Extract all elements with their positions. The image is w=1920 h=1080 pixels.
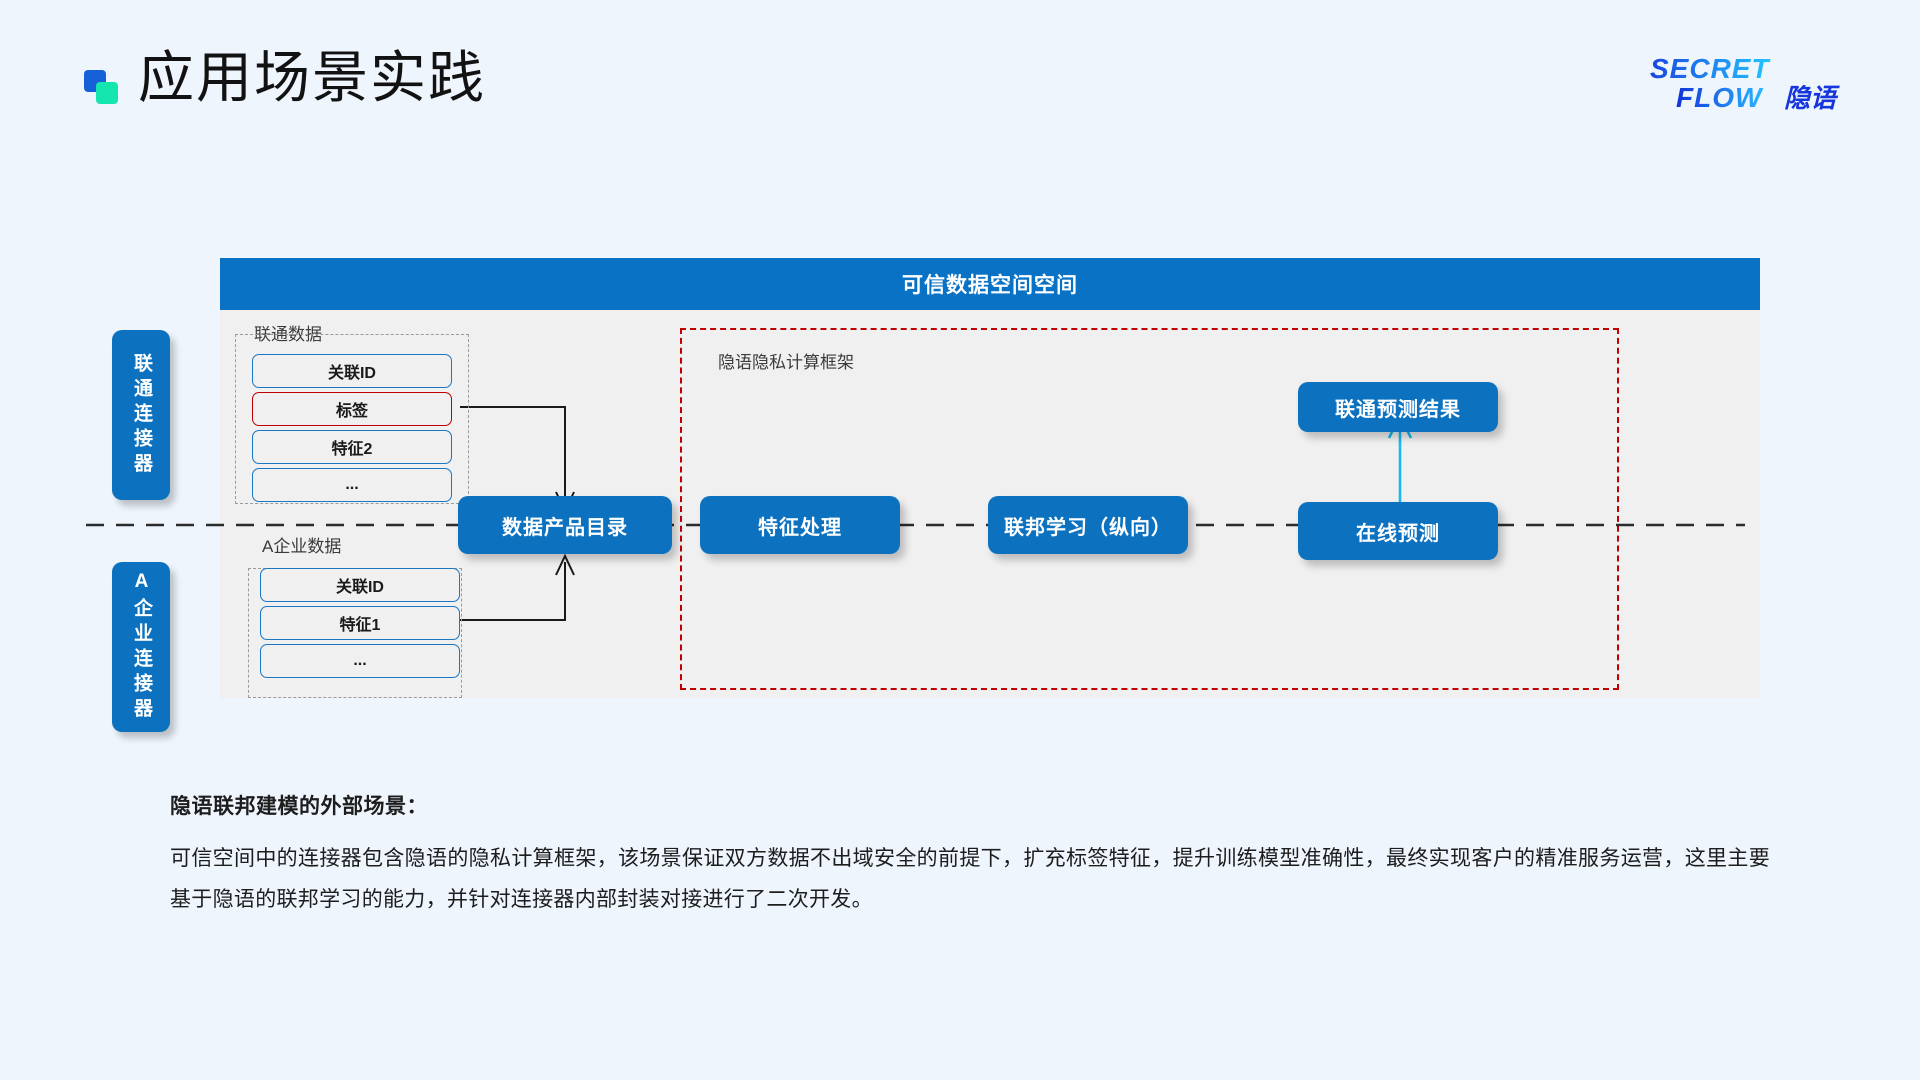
node-prediction-result[interactable]: 联通预测结果 xyxy=(1298,382,1498,432)
slide-header: 应用场景实践 SECRET FLOW 隐语 xyxy=(0,0,1920,150)
secretflow-logo: SECRET FLOW 隐语 xyxy=(1598,52,1868,116)
arrow-enterprise-to-catalog xyxy=(455,562,566,621)
privacy-framework-box xyxy=(680,328,1619,690)
connector-enterprise-label: A企业连接器 xyxy=(131,571,152,723)
notes-body: 可信空间中的连接器包含隐语的隐私计算框架，该场景保证双方数据不出域安全的前提下，… xyxy=(170,847,1770,911)
node-feature-processing[interactable]: 特征处理 xyxy=(700,496,900,554)
field-enterprise-more[interactable]: ... xyxy=(260,644,460,678)
node-online-prediction[interactable]: 在线预测 xyxy=(1298,502,1498,560)
trusted-data-space-panel xyxy=(220,258,1760,698)
arrow-unicom-to-catalog xyxy=(460,406,566,505)
teal-square-icon xyxy=(96,82,118,104)
page-title: 应用场景实践 xyxy=(138,46,486,111)
logo-secret-text: SECRET xyxy=(1650,53,1771,84)
field-unicom-feature2[interactable]: 特征2 xyxy=(252,430,452,464)
field-unicom-join-id[interactable]: 关联ID xyxy=(252,354,452,388)
arrow-enterprise-to-catalog-head xyxy=(555,553,575,576)
node-federated-learning[interactable]: 联邦学习（纵向） xyxy=(988,496,1188,554)
node-data-product-catalog[interactable]: 数据产品目录 xyxy=(458,496,672,554)
field-enterprise-feature1[interactable]: 特征1 xyxy=(260,606,460,640)
notes-section: 隐语联邦建模的外部场景： 可信空间中的连接器包含隐语的隐私计算框架，该场景保证双… xyxy=(170,790,1770,920)
title-logo-mark xyxy=(84,70,118,104)
sidebar-item-enterprise-connector[interactable]: A企业连接器 xyxy=(112,562,170,732)
connector-unicom-label: 联通连接器 xyxy=(131,352,152,478)
logo-cn-text: 隐语 xyxy=(1784,84,1840,114)
trusted-data-space-title: 可信数据空间空间 xyxy=(220,258,1760,310)
field-enterprise-join-id[interactable]: 关联ID xyxy=(260,568,460,602)
field-unicom-more[interactable]: ... xyxy=(252,468,452,502)
logo-flow-text: FLOW xyxy=(1676,82,1764,113)
sidebar-item-unicom-connector[interactable]: 联通连接器 xyxy=(112,330,170,500)
secretflow-logo-svg: SECRET FLOW 隐语 xyxy=(1650,53,1840,114)
notes-heading: 隐语联邦建模的外部场景： xyxy=(170,795,428,818)
group-box-unicom-data xyxy=(235,334,469,504)
field-unicom-label[interactable]: 标签 xyxy=(252,392,452,426)
privacy-framework-label: 隐语隐私计算框架 xyxy=(718,353,854,372)
group-label-enterprise-data: A企业数据 xyxy=(256,532,348,557)
